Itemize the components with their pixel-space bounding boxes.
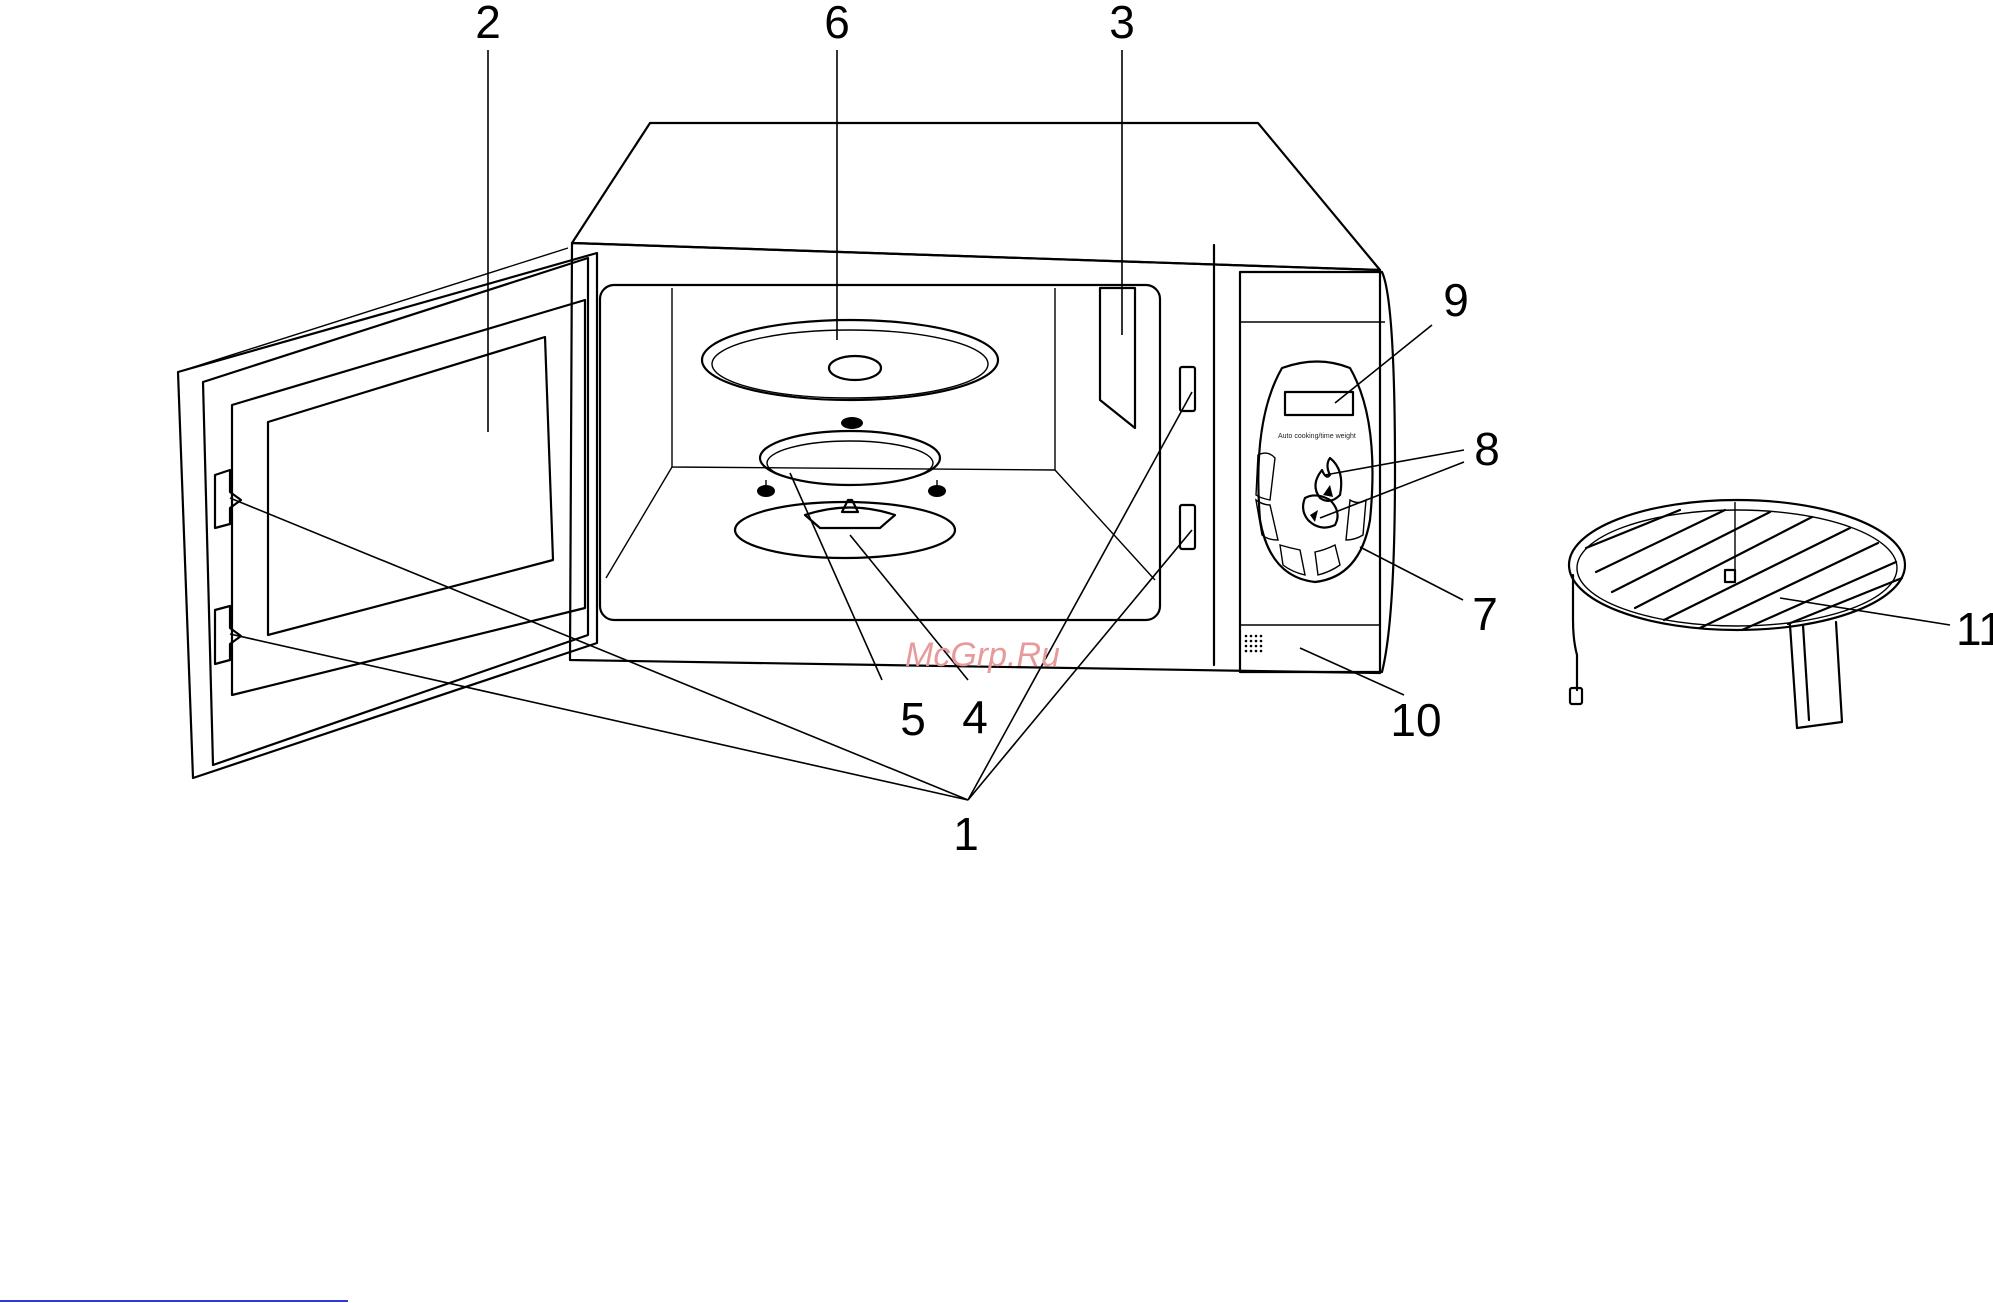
oven-cavity [600,285,1195,620]
cavity-left-floor-edge [606,467,672,578]
callout-7: 7 [1472,588,1498,640]
glass-tray-inner [712,330,988,398]
grill-rack [1569,500,1905,728]
drive-shaft-base [805,508,895,529]
rack-leg-right-inner [1803,625,1809,720]
door-edge-top [178,248,568,372]
callout-9: 9 [1443,274,1469,326]
lcd-display [1285,392,1353,415]
leader-1b [230,634,968,800]
door-edge-left [178,372,193,778]
callout-5: 5 [900,693,926,745]
callout-6: 6 [824,0,850,48]
up-arrow-icon[interactable] [1323,485,1333,497]
callout-4: 4 [962,691,988,743]
leader-1c [968,392,1192,800]
key-bottom-2[interactable] [1315,545,1340,575]
rack-center-clip [1725,570,1735,582]
waveguide-cover [1100,288,1135,428]
leader-9 [1335,325,1432,403]
roller-ring-assembly [735,431,955,558]
rack-leg-left [1573,575,1577,690]
glass-tray-rim [702,320,998,400]
leader-5 [790,473,882,680]
tray-coupling-dot [841,417,863,429]
door-gasket [232,300,585,695]
glass-tray [702,320,998,429]
door-hook-upper [215,470,241,528]
microwave-body [570,123,1380,673]
watermark-text: McGrp.Ru [905,636,1060,674]
speaker-grille [1245,635,1263,653]
microwave-door [178,248,597,778]
control-panel: Auto cooking/time weight [1240,272,1395,672]
leader-7 [1360,547,1463,600]
control-oval [1258,362,1372,583]
rack-leg-right [1790,622,1842,728]
callout-2: 2 [475,0,501,48]
callout-8: 8 [1474,423,1500,475]
key-bottom-1[interactable] [1280,545,1305,575]
leader-lines [230,50,1950,800]
callout-1: 1 [953,808,979,860]
panel-caption: Auto cooking/time weight [1278,433,1356,440]
callout-10: 10 [1390,694,1441,746]
turntable-base [735,502,955,558]
cavity-opening [600,285,1160,620]
callout-3: 3 [1109,0,1135,48]
bottom-rule [0,1300,348,1302]
callout-11: 11 [1956,603,1993,655]
door-outer [178,253,597,778]
callout-labels: 2 6 3 9 8 7 10 11 5 4 1 [475,0,1993,860]
latch-slot-upper [1180,367,1195,411]
down-arrow-icon[interactable] [1310,510,1318,522]
glass-tray-hub [829,356,881,380]
